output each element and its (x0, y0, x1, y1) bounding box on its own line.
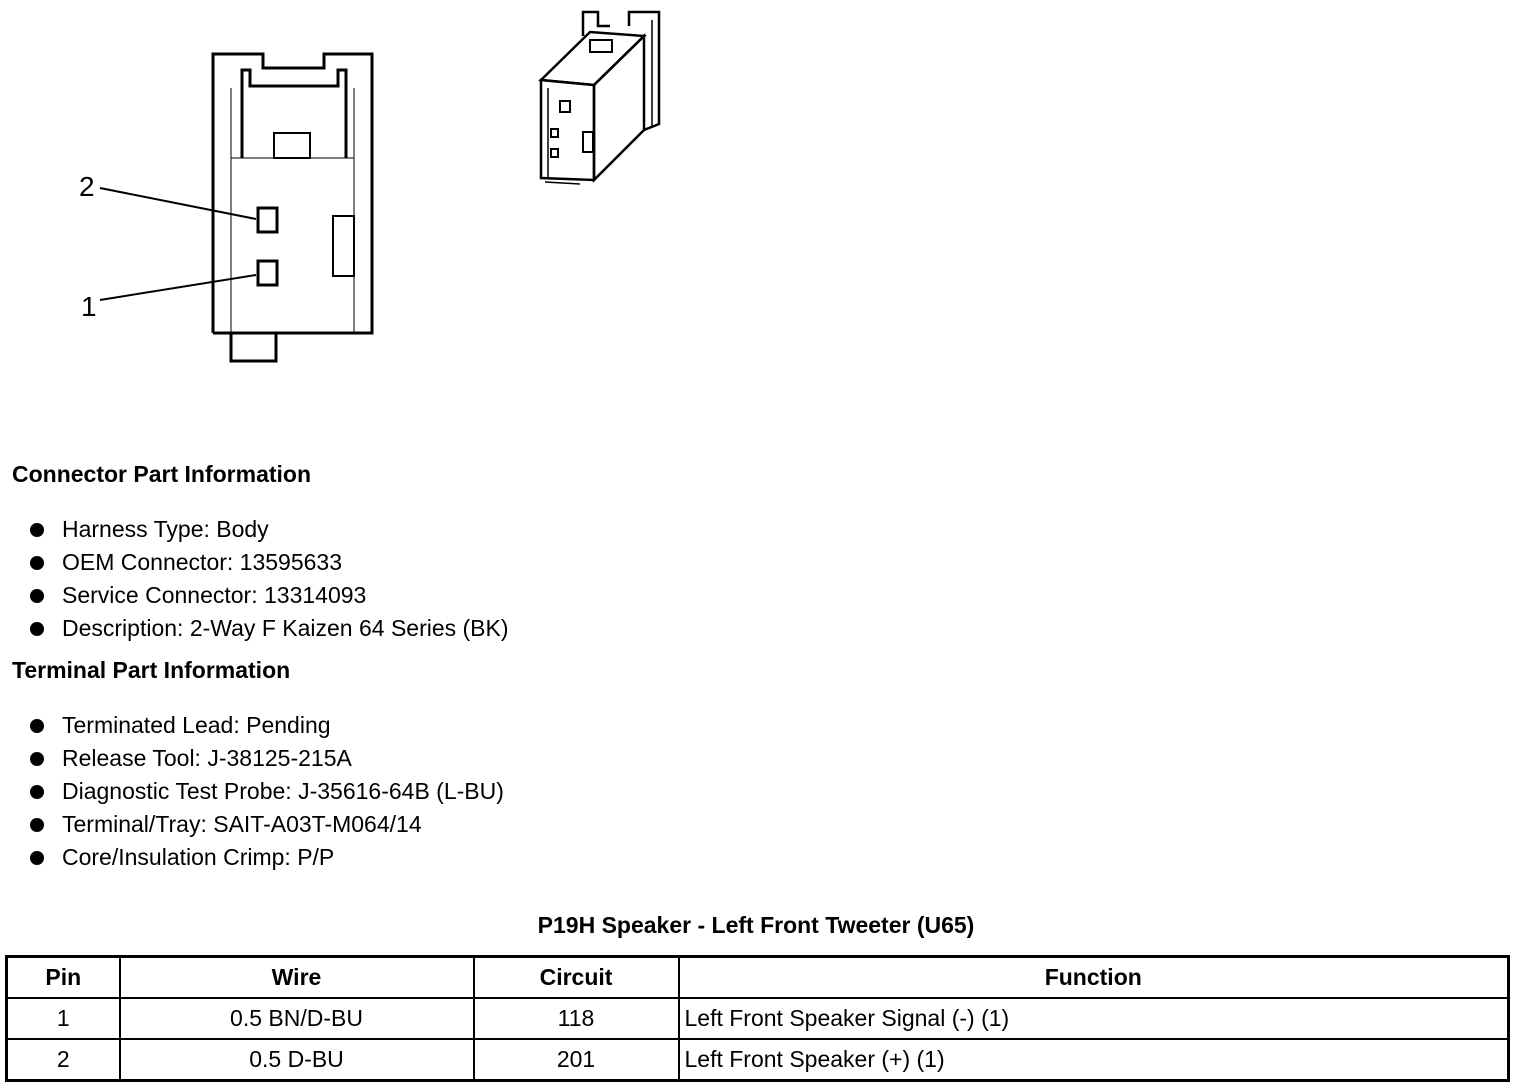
column-header-circuit: Circuit (472, 955, 680, 999)
cell-circuit: 201 (472, 1038, 680, 1082)
bullet-icon (30, 719, 44, 733)
column-header-pin: Pin (5, 955, 121, 999)
table-row: 2 0.5 D-BU 201 Left Front Speaker (+) (1… (5, 1038, 1510, 1082)
cell-pin: 2 (5, 1038, 121, 1082)
connector-isometric-view (538, 10, 661, 185)
column-header-wire: Wire (118, 955, 475, 999)
cell-circuit: 118 (472, 997, 680, 1040)
list-item: Core/Insulation Crimp: P/P (28, 841, 504, 874)
terminal-info-list: Terminated Lead: Pending Release Tool: J… (28, 709, 504, 874)
table-row: 1 0.5 BN/D-BU 118 Left Front Speaker Sig… (5, 997, 1510, 1040)
table-title: P19H Speaker - Left Front Tweeter (U65) (537, 912, 975, 938)
terminal-info-heading: Terminal Part Information (12, 657, 291, 683)
connector-info-list: Harness Type: Body OEM Connector: 135956… (28, 513, 509, 645)
bullet-icon (30, 622, 44, 636)
pin-1-cavity (256, 259, 279, 287)
bullet-icon (30, 589, 44, 603)
cell-pin: 1 (5, 997, 121, 1040)
bullet-icon (30, 818, 44, 832)
column-header-function: Function (677, 955, 1510, 999)
list-item: Release Tool: J-38125-215A (28, 742, 504, 775)
connector-info-heading: Connector Part Information (12, 461, 312, 487)
callout-pin-1: 1 (81, 291, 97, 322)
list-item: Service Connector: 13314093 (28, 579, 509, 612)
bullet-icon (30, 785, 44, 799)
list-item: Diagnostic Test Probe: J-35616-64B (L-BU… (28, 775, 504, 808)
bullet-icon (30, 523, 44, 537)
list-item: OEM Connector: 13595633 (28, 546, 509, 579)
list-item: Harness Type: Body (28, 513, 509, 546)
bullet-icon (30, 752, 44, 766)
pin-2-cavity (256, 206, 279, 234)
bullet-icon (30, 556, 44, 570)
pinout-table: Pin Wire Circuit Function 1 0.5 BN/D-BU … (5, 955, 1510, 1082)
connector-face-view (99, 52, 374, 363)
cell-function: Left Front Speaker (+) (1) (677, 1038, 1510, 1082)
list-item: Description: 2-Way F Kaizen 64 Series (B… (28, 612, 509, 645)
cell-wire: 0.5 BN/D-BU (118, 997, 475, 1040)
table-header-row: Pin Wire Circuit Function (5, 955, 1510, 999)
list-item: Terminated Lead: Pending (28, 709, 504, 742)
callout-pin-2: 2 (79, 171, 95, 202)
cell-function: Left Front Speaker Signal (-) (1) (677, 997, 1510, 1040)
cell-wire: 0.5 D-BU (118, 1038, 475, 1082)
connector-diagram: 2 1 (79, 10, 661, 363)
list-item: Terminal/Tray: SAIT-A03T-M064/14 (28, 808, 504, 841)
bullet-icon (30, 851, 44, 865)
